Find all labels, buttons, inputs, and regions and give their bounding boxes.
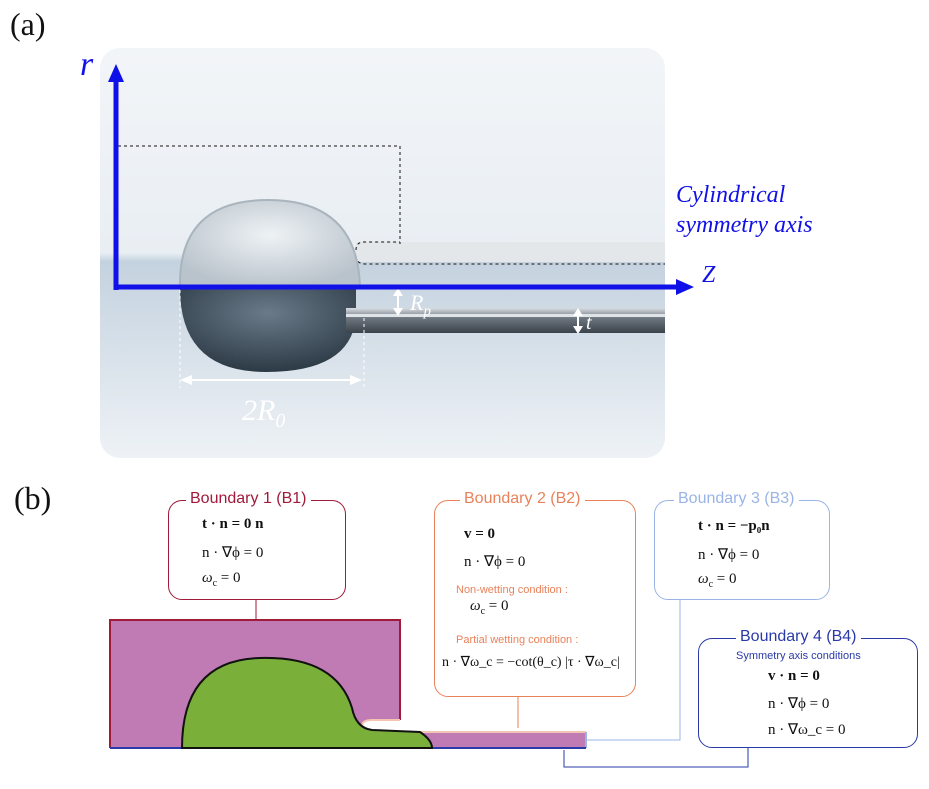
boundary-2-title: Boundary 2 (B2) [460,490,585,508]
boundary-2-box [434,500,636,697]
b1-eq3: ωc = 0 [202,570,241,589]
boundary-3-title: Boundary 3 (B3) [674,490,799,508]
micropipette [346,308,665,333]
symmetry-axis-label-1: Cylindrical [676,182,786,208]
mirror-pipette [356,242,665,262]
symmetry-axis-label-2: symmetry axis [676,212,813,238]
b2-eq3: ωc = 0 [470,598,509,617]
b2-eq4: n · ∇ω_c = −cot(θ_c) |τ · ∇ω_c| [442,655,620,670]
spheroid-mirror-half [178,198,362,289]
b4-eq1: v · n = 0 [768,668,820,684]
b1-eq2: n · ∇ϕ = 0 [202,545,264,561]
boundary-1-title: Boundary 1 (B1) [186,490,311,508]
b3-eq2: n · ∇ϕ = 0 [698,547,760,563]
diameter-label: 2R0 [242,394,286,432]
b1-eq1: t · n = 0 n [202,516,264,532]
b2-note-nonwetting: Non-wetting condition : [456,584,568,596]
boundary-4-title: Boundary 4 (B4) [736,628,861,646]
boundary-1-box [168,500,346,600]
domain-dashed-outline [118,145,401,244]
b4-subtitle: Symmetry axis conditions [736,650,861,662]
b2-eq1: v = 0 [464,526,496,542]
panel-b-label: (b) [14,480,52,516]
t-label: t [586,312,592,334]
cell-shape [180,656,434,749]
boundary-4-box [698,638,918,748]
z-axis-label: Z [702,262,716,288]
boundary-3-box [654,500,830,600]
b2-eq2: n · ∇ϕ = 0 [464,554,526,570]
spheroid-half [180,288,356,372]
b3-eq1: t · n = −p₀n [698,518,770,534]
b2-note-partial: Partial wetting condition : [456,634,579,646]
panel-a-label: (a) [10,6,46,42]
b4-eq3: n · ∇ω_c = 0 [768,722,846,738]
r-axis-label: r [80,46,94,83]
b3-eq3: ωc = 0 [698,571,737,590]
rp-label: Rp [410,290,431,320]
b4-eq2: n · ∇ϕ = 0 [768,696,830,712]
